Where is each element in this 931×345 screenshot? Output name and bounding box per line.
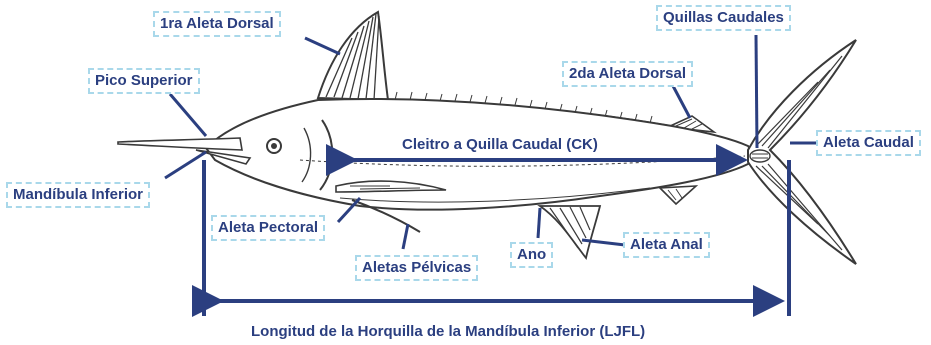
pectoral-fin bbox=[335, 180, 447, 193]
anal-fin-label: Aleta Anal bbox=[623, 232, 710, 258]
second-anal-fin bbox=[658, 185, 699, 206]
leader-lines bbox=[164, 34, 818, 250]
caudal-keels-label: Quillas Caudales bbox=[656, 5, 791, 31]
caudal-fin bbox=[747, 39, 857, 265]
upper-bill-label: Pico Superior bbox=[88, 68, 200, 94]
second-dorsal-fin-label: 2da Aleta Dorsal bbox=[562, 61, 693, 87]
upper-bill bbox=[117, 137, 243, 151]
first-dorsal-fin bbox=[316, 10, 390, 102]
ljfl-measure-label: Longitud de la Horquilla de la Mandíbula… bbox=[251, 323, 646, 340]
lower-jaw-label: Mandíbula Inferior bbox=[6, 182, 151, 208]
anal-fin bbox=[537, 205, 602, 261]
anus-label: Ano bbox=[510, 242, 554, 268]
lower-jaw bbox=[195, 149, 252, 165]
first-dorsal-fin-label: 1ra Aleta Dorsal bbox=[153, 11, 281, 37]
pectoral-fin-label: Aleta Pectoral bbox=[211, 215, 326, 241]
ck-measure-label: Cleitro a Quilla Caudal (CK) bbox=[402, 136, 598, 153]
caudal-fin-label: Aleta Caudal bbox=[816, 130, 921, 156]
pelvic-fins bbox=[351, 199, 421, 233]
ljfl-measure-line bbox=[192, 160, 791, 317]
pelvic-fins-label: Aletas Pélvicas bbox=[355, 255, 479, 281]
